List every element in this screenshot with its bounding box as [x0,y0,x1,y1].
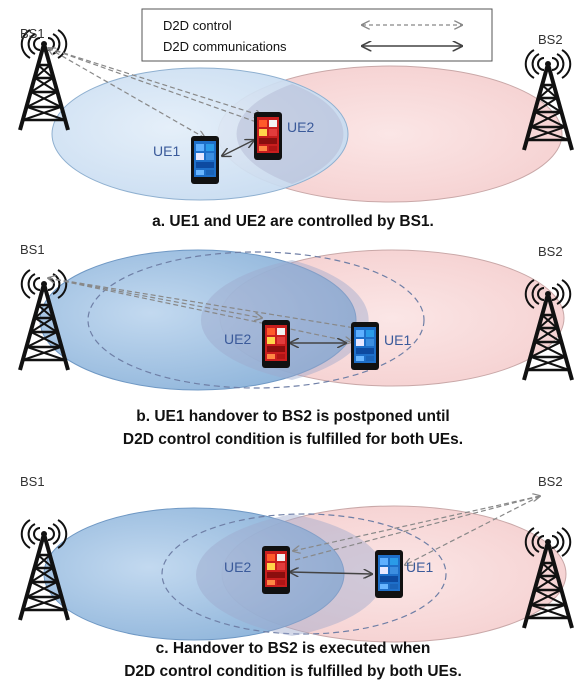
d2d-control-link [47,47,262,116]
d2d-control-link [47,277,262,318]
smartphone-icon [375,550,403,598]
bs1-label: BS1 [20,242,45,257]
smartphone-icon [262,546,290,594]
bs2-label: BS2 [538,244,563,259]
d2d-comm-link [222,140,254,156]
bs1-label: BS1 [20,474,45,489]
ue2-label: UE2 [224,331,251,347]
d2d-control-link [293,496,540,551]
caption-b-line2: D2D control condition is fulfilled for b… [123,431,463,448]
d2d-control-link [48,278,352,342]
caption-b-line1: b. UE1 handover to BS2 is postponed unti… [136,408,449,425]
d2d-control-link [48,48,205,138]
caption-a: a. UE1 and UE2 are controlled by BS1. [152,213,434,230]
panel-c: BS1 BS2 UE2 UE1 c. Handover to BS2 is ex… [18,474,574,680]
d2d-control-link [47,47,263,125]
ue2-label: UE2 [287,119,314,135]
smartphone-icon [262,320,290,368]
legend-control-label: D2D control [163,18,232,33]
panel-b: BS1 BS2 UE2 UE1 b. UE1 handover to BS2 i… [18,242,574,448]
ue1-label: UE1 [153,143,180,159]
d2d-control-area [87,251,425,389]
smartphone-icon [191,136,219,184]
panel-a: BS1 BS2 UE1 UE2 a. UE1 and UE2 are contr… [18,26,574,230]
bs1-label: BS1 [20,26,45,41]
legend: D2D control D2D communications [141,8,493,62]
smartphone-icon [351,322,379,370]
d2d-control-link [405,495,541,565]
caption-c-line1: c. Handover to BS2 is executed when [156,640,431,657]
caption-c-line2: D2D control condition is fulfilled by bo… [124,663,462,680]
d2d-control-link [294,495,541,561]
smartphone-icon [254,112,282,160]
legend-comm-label: D2D communications [163,39,287,54]
ue2-label: UE2 [224,559,251,575]
bs2-label: BS2 [538,474,563,489]
ue1-label: UE1 [384,332,411,348]
d2d-comm-link [290,572,372,574]
ue1-label: UE1 [406,559,433,575]
d2d-control-link [47,277,356,329]
bs2-label: BS2 [538,32,563,47]
